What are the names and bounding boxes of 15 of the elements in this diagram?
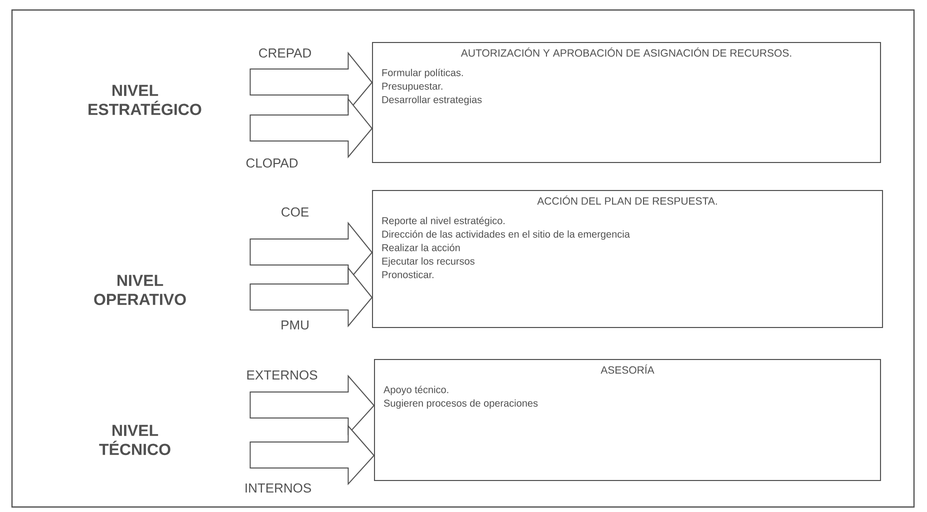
edge-label: CREPAD (259, 48, 311, 58)
block-arrow (250, 266, 373, 328)
level-label: NIVEL TÉCNICO (99, 424, 170, 456)
text-box: ASESORÍA Apoyo técnico. Sugieren procesos de operaciones (374, 359, 881, 481)
level-label: NIVEL OPERATIVO (94, 274, 186, 306)
edge-label: CLOPAD (246, 158, 298, 168)
edge-label: EXTERNOS (247, 370, 318, 380)
edge-label: PMU (282, 320, 308, 330)
edge-label: INTERNOS (246, 483, 311, 493)
level-label: NIVEL ESTRATÉGICO (88, 84, 202, 116)
block-arrow (250, 424, 375, 486)
block-arrow (250, 98, 373, 158)
text-box: AUTORIZACIÓN Y APROBACIÓN DE ASIGNACIÓN DE RECURSOS. Formular políticas. Presupuestar. Desarrollar estrategias (372, 42, 881, 163)
edge-label: COE (282, 207, 309, 217)
text-box: ACCIÓN DEL PLAN DE RESPUESTA. Reporte al nivel estratégico. Dirección de las actividades en el sitio de la emergencia Realizar la acción Ejecutar los recursos Pronosticar. (372, 190, 883, 328)
